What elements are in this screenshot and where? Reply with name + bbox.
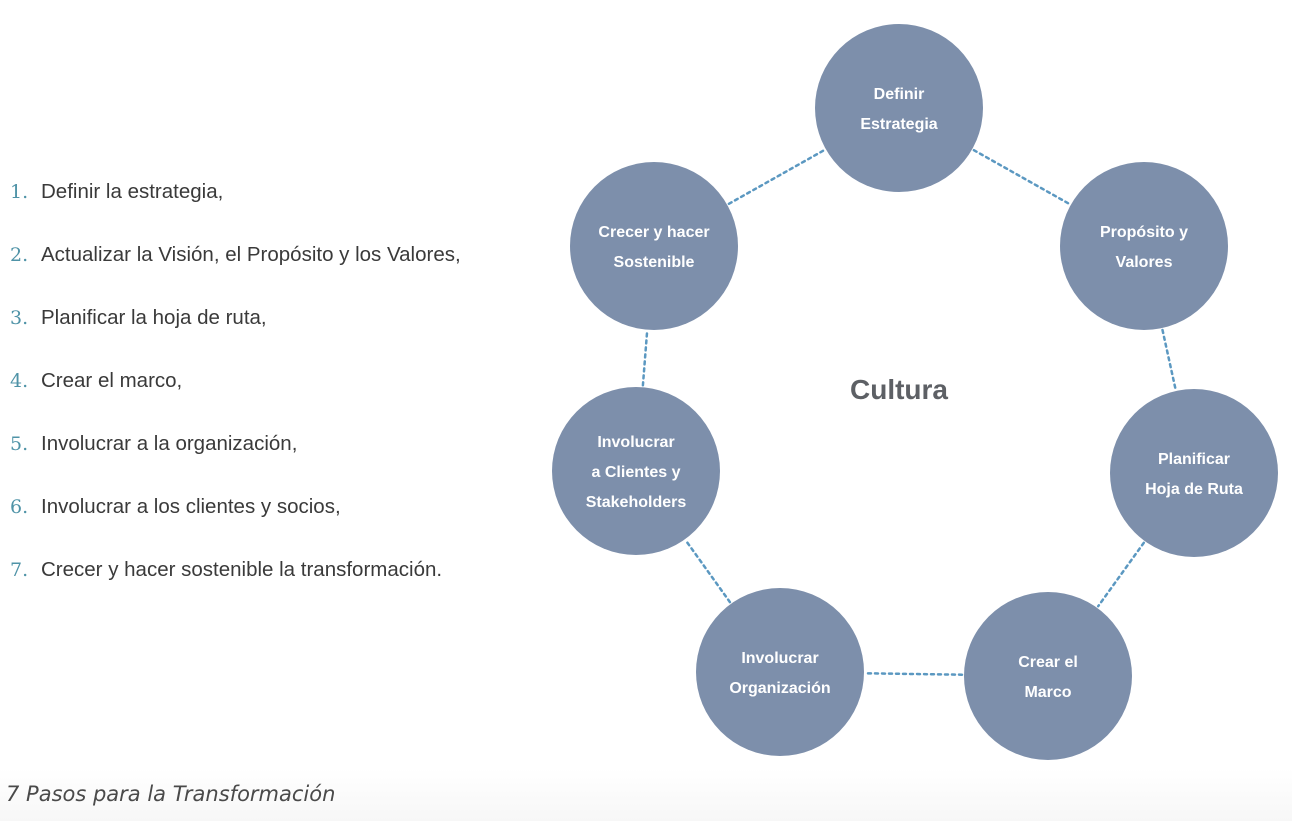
- step-text: Crear el marco,: [41, 369, 183, 392]
- step-text: Involucrar a la organización,: [41, 432, 298, 455]
- step-node-label: Involucrar: [741, 650, 818, 667]
- step-text: Planificar la hoja de ruta,: [41, 306, 267, 329]
- step-node-crear-el-marco: Crear el Marco: [964, 592, 1132, 760]
- step-item: 7. Crecer y hacer sostenible la transfor…: [0, 554, 461, 617]
- step-node-label: Involucrar: [597, 434, 674, 451]
- step-node-label: Valores: [1116, 254, 1173, 271]
- step-node-label: Crecer y hacer: [598, 224, 709, 241]
- step-number: 4.: [10, 370, 29, 392]
- step-item: 6. Involucrar a los clientes y socios,: [0, 491, 461, 554]
- connector-line: [684, 539, 732, 604]
- step-node-label: Estrategia: [860, 116, 937, 133]
- step-item: 3. Planificar la hoja de ruta,: [0, 302, 461, 365]
- step-node-circle: [1060, 162, 1228, 330]
- step-item: 2. Actualizar la Visión, el Propósito y …: [0, 239, 461, 302]
- step-text: Actualizar la Visión, el Propósito y los…: [41, 243, 461, 266]
- step-node-proposito-y-valores: Propósito y Valores: [1060, 162, 1228, 330]
- caption-band: [0, 768, 1292, 821]
- step-item: 5. Involucrar a la organización,: [0, 428, 461, 491]
- step-number: 5.: [10, 433, 29, 455]
- connector-line: [864, 672, 964, 676]
- connector-line: [727, 148, 826, 206]
- step-node-label: Definir: [874, 86, 925, 103]
- connector-line: [1096, 541, 1146, 608]
- step-node-circle: [570, 162, 738, 330]
- step-number: 7.: [10, 559, 29, 581]
- step-node-circle: [815, 24, 983, 192]
- step-node-label: Sostenible: [614, 254, 695, 271]
- step-node-label: Marco: [1024, 684, 1071, 701]
- step-node-circle: [964, 592, 1132, 760]
- step-number: 6.: [10, 496, 29, 518]
- step-node-label: Hoja de Ruta: [1145, 481, 1243, 498]
- step-node-label: Crear el: [1018, 654, 1078, 671]
- step-node-label: Planificar: [1158, 451, 1230, 468]
- figure-caption: 7 Pasos para la Transformación: [6, 782, 336, 806]
- step-number: 1.: [10, 181, 29, 203]
- step-node-label: Stakeholders: [586, 494, 687, 511]
- step-node-involucrar-a-clientes-y-stakeholders: Involucrar a Clientes y Stakeholders: [552, 387, 720, 555]
- connector-group: [641, 148, 1177, 676]
- step-node-label: Organización: [729, 680, 830, 697]
- step-node-label: Propósito y: [1100, 224, 1188, 241]
- step-item: 1. Definir la estrategia,: [0, 176, 461, 239]
- connector-line: [1161, 328, 1177, 391]
- step-node-circle: [1110, 389, 1278, 557]
- step-node-circle: [696, 588, 864, 756]
- step-item: 4. Crear el marco,: [0, 365, 461, 428]
- step-text: Definir la estrategia,: [41, 180, 224, 203]
- connector-line: [641, 330, 649, 387]
- step-number: 3.: [10, 307, 29, 329]
- step-number: 2.: [10, 244, 29, 266]
- center-label: Cultura: [850, 374, 948, 405]
- steps-list: 1. Definir la estrategia, 2. Actualizar …: [0, 176, 461, 617]
- step-text: Crecer y hacer sostenible la transformac…: [41, 558, 443, 581]
- step-node-label: a Clientes y: [592, 464, 681, 481]
- connector-line: [972, 148, 1071, 206]
- step-node-circle: [552, 387, 720, 555]
- step-text: Involucrar a los clientes y socios,: [41, 495, 341, 518]
